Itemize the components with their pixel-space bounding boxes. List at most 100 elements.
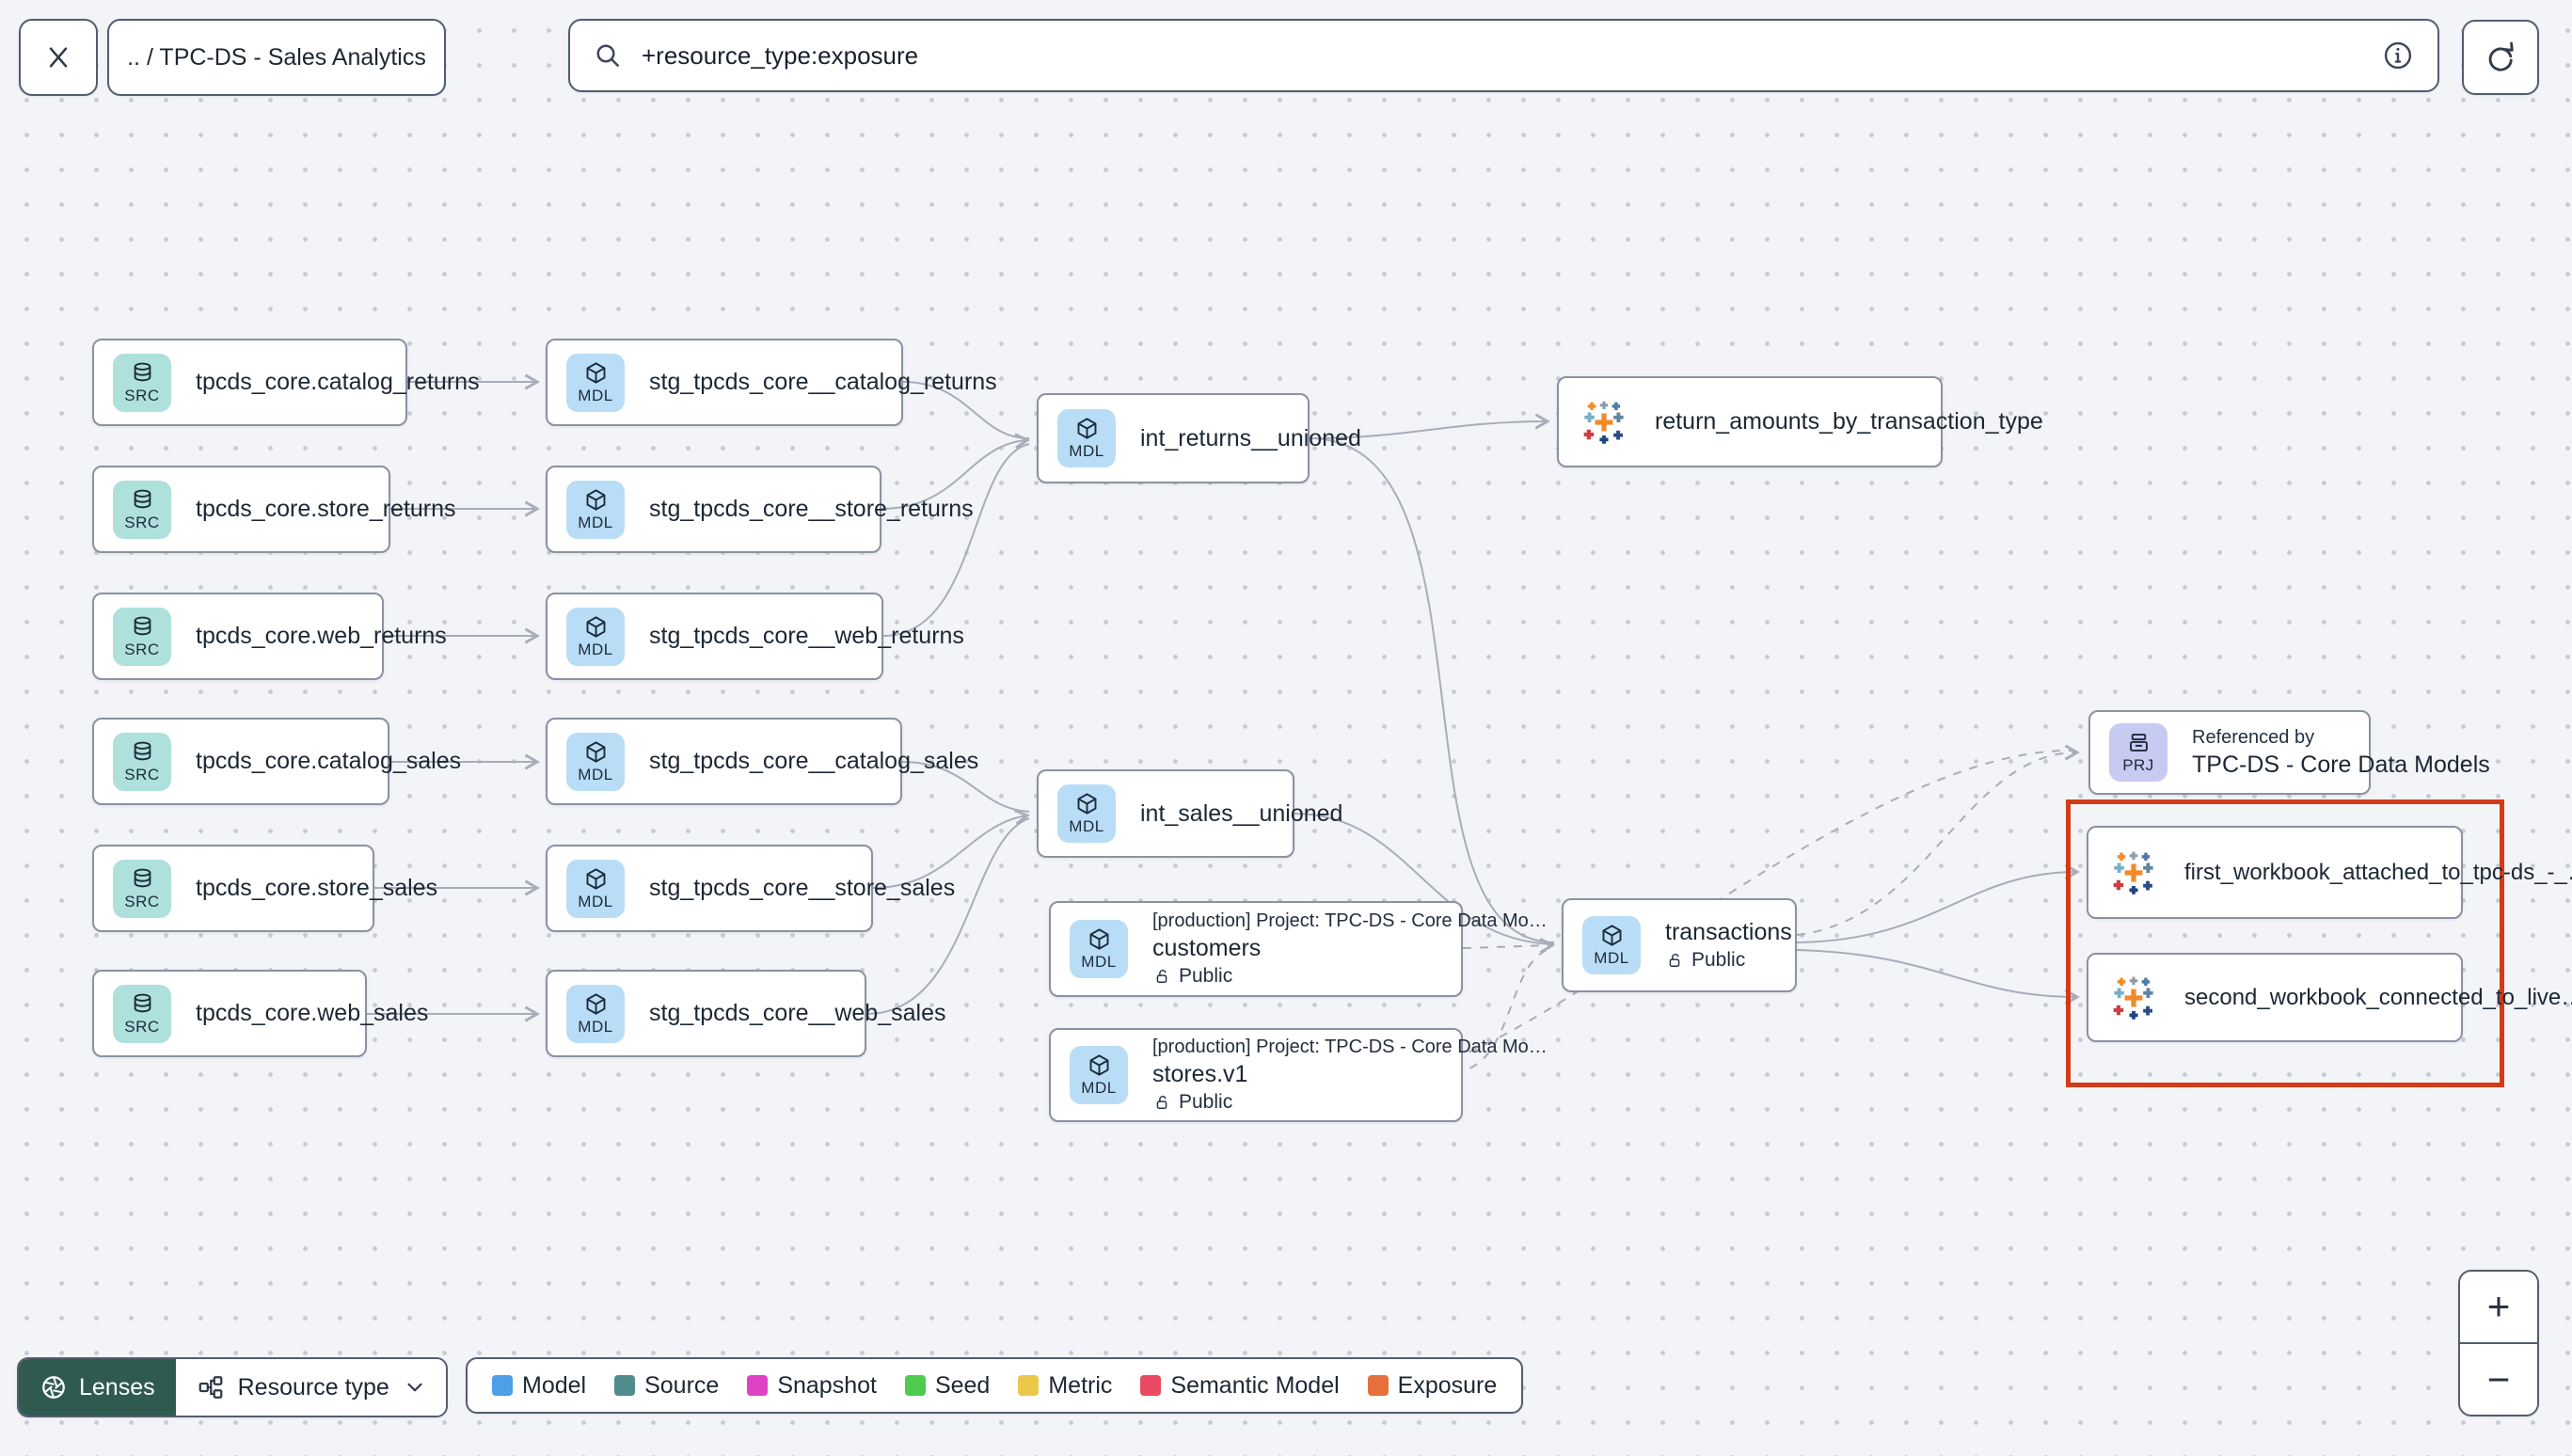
edge	[1796, 744, 2080, 936]
badge-label: MDL	[578, 513, 613, 531]
edge	[1309, 437, 1555, 943]
cube-icon	[1087, 926, 1112, 952]
referenced-by-project: TPC-DS - Core Data Models	[2192, 751, 2490, 778]
node-transactions[interactable]: MDL transactions Public	[1562, 898, 1797, 992]
info-icon[interactable]	[2381, 39, 2415, 72]
search-input[interactable]	[640, 40, 2364, 71]
node-stores-v1[interactable]: MDL [production] Project: TPC-DS - Core …	[1049, 1028, 1548, 1122]
node-source-web-sales[interactable]: SRC tpcds_core.web_sales	[92, 970, 428, 1057]
edge	[902, 381, 1030, 439]
cube-icon	[583, 991, 609, 1017]
tableau-icon	[1578, 396, 1630, 449]
edge	[901, 761, 1030, 813]
database-icon	[130, 360, 155, 386]
cube-icon	[583, 866, 609, 892]
node-source-catalog-sales[interactable]: SRC tpcds_core.catalog_sales	[92, 718, 461, 805]
node-label: tpcds_core.web_sales	[196, 1000, 429, 1026]
node-exposure-first-workbook[interactable]: first_workbook_attached_to_tpc-ds_-_…	[2087, 826, 2572, 919]
source-badge: SRC	[113, 984, 171, 1043]
node-label: stg_tpcds_core__catalog_sales	[649, 748, 979, 774]
node-referenced-by[interactable]: PRJ Referenced by TPC-DS - Core Data Mod…	[2088, 710, 2490, 795]
zoom-out-button[interactable]: −	[2460, 1344, 2537, 1415]
node-source-catalog-returns[interactable]: SRC tpcds_core.catalog_returns	[92, 339, 480, 426]
highlight-rectangle	[2066, 799, 2504, 1087]
zoom-divider	[2460, 1341, 2537, 1345]
legend-label: Seed	[934, 1371, 991, 1399]
legend-swatch	[492, 1375, 513, 1396]
node-label: transactions	[1665, 919, 1792, 945]
node-stg-store-sales[interactable]: MDL stg_tpcds_core__store_sales	[546, 845, 955, 932]
node-stg-web-sales[interactable]: MDL stg_tpcds_core__web_sales	[546, 970, 945, 1057]
badge-label: MDL	[578, 765, 613, 783]
node-label: tpcds_core.store_returns	[196, 496, 456, 522]
resource-type-dropdown[interactable]: Resource type	[175, 1359, 446, 1416]
zoom-in-button[interactable]: +	[2460, 1272, 2537, 1342]
node-label: stg_tpcds_core__store_returns	[649, 496, 974, 522]
node-customers[interactable]: MDL [production] Project: TPC-DS - Core …	[1049, 901, 1548, 997]
source-badge: SRC	[113, 859, 171, 918]
cube-icon	[1599, 923, 1625, 948]
access-label: Public	[1179, 965, 1233, 987]
referenced-by-title: Referenced by	[2192, 726, 2315, 748]
legend-label: Semantic Model	[1170, 1371, 1340, 1399]
legend-label: Exposure	[1397, 1371, 1498, 1399]
badge-label: SRC	[124, 892, 160, 910]
node-label: second_workbook_connected_to_live…	[2184, 984, 2572, 1010]
cube-icon	[1074, 416, 1100, 441]
model-badge: MDL	[1057, 784, 1116, 843]
edge	[1453, 749, 2074, 1059]
open-lock-icon	[1152, 967, 1171, 986]
edge	[1796, 949, 2080, 1005]
node-label: stores.v1	[1152, 1061, 1248, 1087]
model-badge: MDL	[566, 984, 625, 1043]
node-stg-web-returns[interactable]: MDL stg_tpcds_core__web_returns	[546, 593, 964, 680]
badge-label: MDL	[578, 386, 613, 404]
node-stg-catalog-sales[interactable]: MDL stg_tpcds_core__catalog_sales	[546, 718, 978, 805]
node-exposure-return-amounts[interactable]: return_amounts_by_transaction_type	[1557, 376, 2043, 467]
legend-item-semantic-model: Semantic Model	[1140, 1371, 1340, 1400]
node-label: tpcds_core.web_returns	[196, 623, 447, 649]
node-int-returns-unioned[interactable]: MDL int_returns__unioned	[1037, 393, 1361, 483]
legend-swatch	[614, 1375, 636, 1396]
node-source-store-returns[interactable]: SRC tpcds_core.store_returns	[92, 466, 456, 553]
aperture-icon	[40, 1373, 68, 1401]
node-int-sales-unioned[interactable]: MDL int_sales__unioned	[1037, 769, 1342, 858]
search-bar	[568, 19, 2439, 92]
lenses-control: Lenses Resource type	[17, 1357, 448, 1417]
close-button[interactable]	[19, 19, 98, 96]
cube-icon	[583, 739, 609, 765]
refresh-button[interactable]	[2462, 20, 2539, 95]
legend-label: Source	[644, 1371, 720, 1399]
legend-label: Snapshot	[777, 1371, 877, 1399]
badge-label: SRC	[124, 513, 160, 531]
cube-icon	[1087, 1052, 1112, 1078]
node-stg-catalog-returns[interactable]: MDL stg_tpcds_core__catalog_returns	[546, 339, 997, 426]
badge-label: MDL	[578, 640, 613, 658]
edge	[1796, 863, 2080, 943]
edge	[881, 433, 1030, 510]
breadcrumb[interactable]: .. / TPC-DS - Sales Analytics	[107, 19, 446, 96]
resource-type-legend: Model Source Snapshot Seed Metric Semant…	[466, 1357, 1524, 1414]
node-source-store-sales[interactable]: SRC tpcds_core.store_sales	[92, 845, 437, 932]
database-icon	[130, 866, 155, 892]
cube-icon	[583, 614, 609, 640]
lenses-button[interactable]: Lenses	[19, 1359, 176, 1416]
tableau-icon	[2107, 847, 2160, 899]
badge-label: MDL	[1081, 1079, 1117, 1097]
node-source-web-returns[interactable]: SRC tpcds_core.web_returns	[92, 593, 447, 680]
access-label: Public	[1179, 1091, 1233, 1113]
model-badge: MDL	[1070, 1046, 1128, 1104]
node-exposure-second-workbook[interactable]: second_workbook_connected_to_live…	[2087, 953, 2572, 1042]
resource-type-icon	[197, 1373, 225, 1401]
node-label: stg_tpcds_core__web_sales	[649, 1000, 946, 1026]
database-icon	[130, 614, 155, 640]
edge	[1294, 813, 1555, 945]
node-label: stg_tpcds_core__catalog_returns	[649, 369, 997, 395]
node-stg-store-returns[interactable]: MDL stg_tpcds_core__store_returns	[546, 466, 974, 553]
legend-item-seed: Seed	[904, 1371, 991, 1400]
badge-label: MDL	[1081, 953, 1117, 971]
badge-label: MDL	[578, 892, 613, 910]
legend-swatch	[904, 1375, 926, 1396]
node-label: stg_tpcds_core__web_returns	[649, 623, 964, 649]
